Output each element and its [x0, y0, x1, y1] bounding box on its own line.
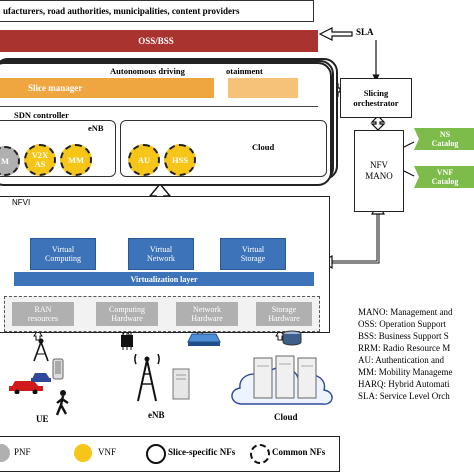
virtual-storage-box: Virtual Storage — [220, 238, 286, 270]
stakeholders-box: ufacturers, road authorities, municipali… — [0, 0, 314, 22]
oss-bss-bar: OSS/BSS — [0, 30, 318, 52]
vnf-swatch — [74, 444, 92, 462]
vnf-catalog: VNF Catalog — [414, 166, 474, 188]
slice-manager-bar: Slice manager — [0, 78, 214, 98]
enb-server-icon — [172, 368, 190, 400]
oss-bss-label: OSS/BSS — [138, 36, 174, 46]
infotainment-label: otainment — [226, 66, 263, 76]
abbr-item: AU: Authentication and — [358, 355, 444, 365]
nfv-mano-label: NFV MANO — [365, 160, 393, 181]
chip-icon — [121, 332, 133, 350]
mano-nfvi-line — [330, 210, 380, 264]
symbol-legend-box — [0, 436, 340, 472]
sdn-controller-label: SDN controller — [14, 110, 69, 120]
slice-specific-legend-label: Slice-specific NFs — [168, 447, 236, 457]
switch-icon — [187, 333, 221, 346]
vnf-hss-node: HSS — [164, 144, 196, 176]
slicing-orchestrator-label: Slicing orchestrator — [353, 88, 399, 108]
slicing-orchestrator-box: Slicing orchestrator — [340, 78, 412, 118]
abbr-item: RRM: Radio Resource M — [358, 343, 451, 353]
stakeholders-label: ufacturers, road authorities, municipali… — [3, 6, 240, 16]
antenna-icon — [33, 338, 49, 362]
pedestrian-icon — [55, 390, 69, 416]
abbr-item: MM: Mobility Manageme — [358, 367, 453, 377]
pnf-swatch — [0, 444, 10, 462]
enb-device-label: eNB — [148, 410, 165, 420]
computing-hardware-box: Computing Hardware — [96, 302, 158, 326]
sdn-separator — [0, 106, 318, 107]
ran-resources-box: RAN resources — [12, 302, 74, 326]
enb-nf-label: eNB — [88, 123, 104, 133]
slice-specific-swatch — [146, 444, 166, 464]
phone-icon — [52, 358, 64, 380]
nfv-mano-box: NFV MANO — [354, 130, 404, 212]
abbreviation-legend: MANO: Management and OSS: Operation Supp… — [358, 306, 453, 402]
pnf-legend-label: PNF — [14, 447, 31, 457]
cloud-device-label: Cloud — [274, 412, 298, 422]
vnf-v2x-node: V2X AS — [24, 144, 56, 176]
car-icon — [9, 381, 43, 394]
abbr-item: MANO: Management and — [358, 307, 453, 317]
abbr-item: BSS: Business Support S — [358, 331, 449, 341]
vnf-legend-label: VNF — [98, 447, 117, 457]
cloud-servers-icon — [231, 355, 333, 405]
car-icon-2 — [31, 373, 51, 382]
storage-disk-icon — [282, 330, 302, 346]
slice-manager-label: Slice manager — [28, 83, 83, 93]
ue-label: UE — [36, 414, 49, 424]
network-hardware-box: Network Hardware — [176, 302, 238, 326]
nfvi-title: NFVI — [12, 198, 31, 207]
sla-arrow — [318, 27, 353, 41]
virtual-computing-box: Virtual Computing — [30, 238, 96, 270]
cloud-nf-label: Cloud — [252, 142, 275, 152]
virtualization-layer-bar: Virtualization layer — [14, 272, 314, 286]
orchestrator-mano-arrow — [370, 115, 386, 131]
vnf-au-node: AU — [128, 144, 160, 176]
vnf-mm-node: MM — [60, 144, 92, 176]
abbr-item: HARQ: Hybrid Automati — [358, 379, 450, 389]
enb-tower-icon — [134, 354, 160, 402]
storage-hardware-box: Storage Hardware — [256, 302, 312, 326]
common-nfs-swatch — [250, 444, 270, 464]
virtual-network-box: Virtual Network — [128, 238, 194, 270]
ns-catalog: NS Catalog — [414, 128, 474, 150]
autonomous-driving-label: Autonomous driving — [110, 66, 185, 76]
common-nfs-legend-label: Common NFs — [272, 447, 326, 457]
abbr-item: SLA: Service Level Orch — [358, 391, 450, 401]
enb-nf-box — [0, 120, 116, 177]
slice-manager-bar-back — [228, 78, 298, 98]
sla-label: SLA — [356, 27, 374, 37]
abbr-item: OSS: Operation Support — [358, 319, 447, 329]
vnf-m-node: M — [0, 146, 20, 176]
